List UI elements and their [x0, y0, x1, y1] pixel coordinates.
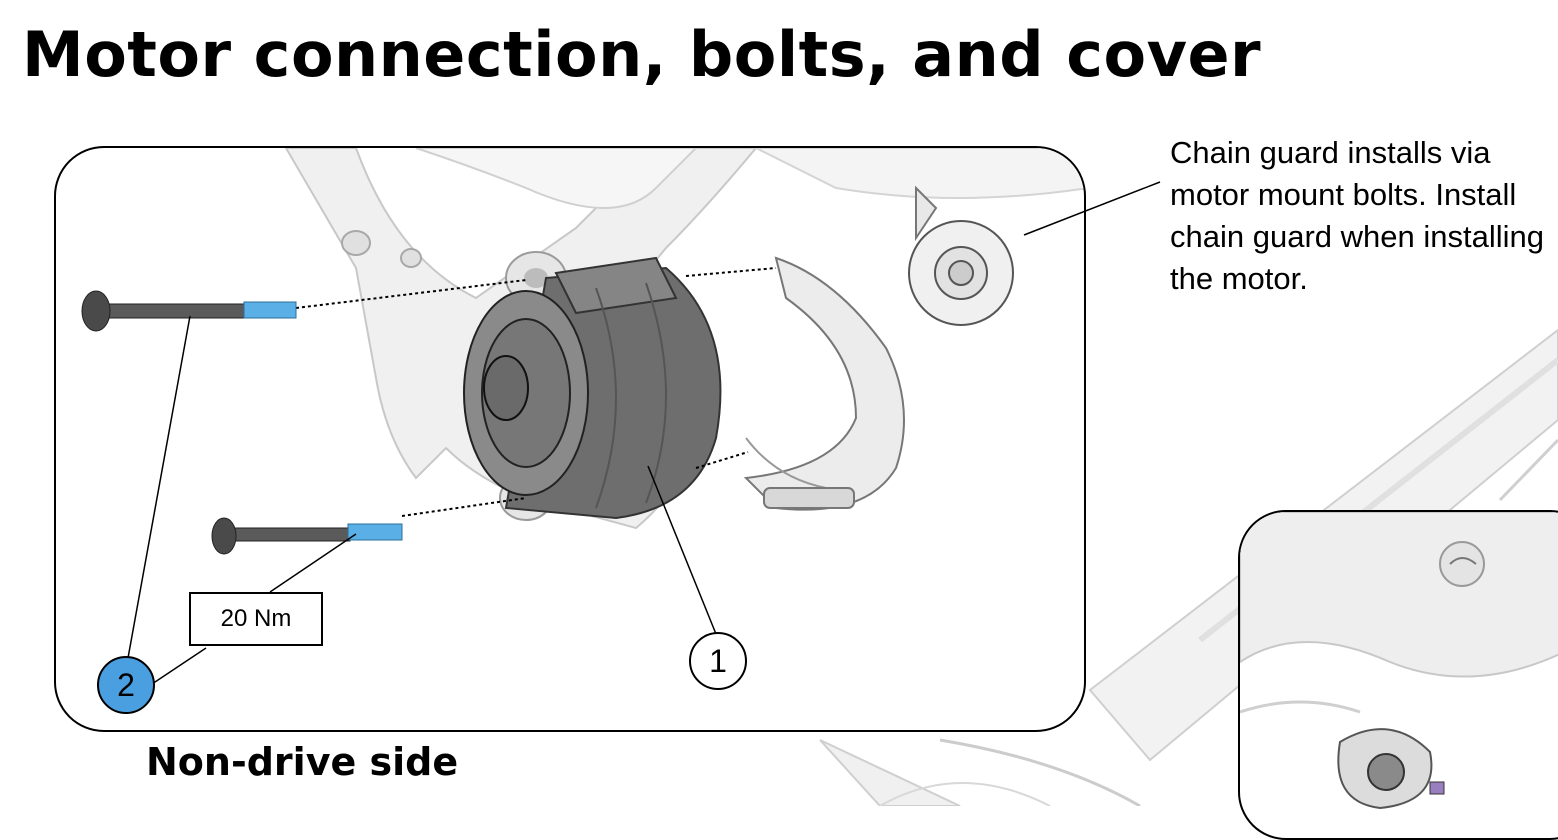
torque-spec-label: 20 Nm [189, 592, 323, 646]
callout-bolts: 2 [97, 656, 155, 714]
motor-exploded-illustration [81, 148, 1084, 689]
detail-inset-panel [1238, 510, 1558, 840]
detail-inset-illustration [1240, 512, 1558, 810]
chain-guard-note: Chain guard installs via motor mount bol… [1170, 135, 1544, 296]
section-label-non-drive-side: Non-drive side [146, 740, 459, 784]
non-drive-side-panel [54, 146, 1086, 732]
callout-motor: 1 [689, 632, 747, 690]
page-title: Motor connection, bolts, and cover [22, 18, 1262, 91]
